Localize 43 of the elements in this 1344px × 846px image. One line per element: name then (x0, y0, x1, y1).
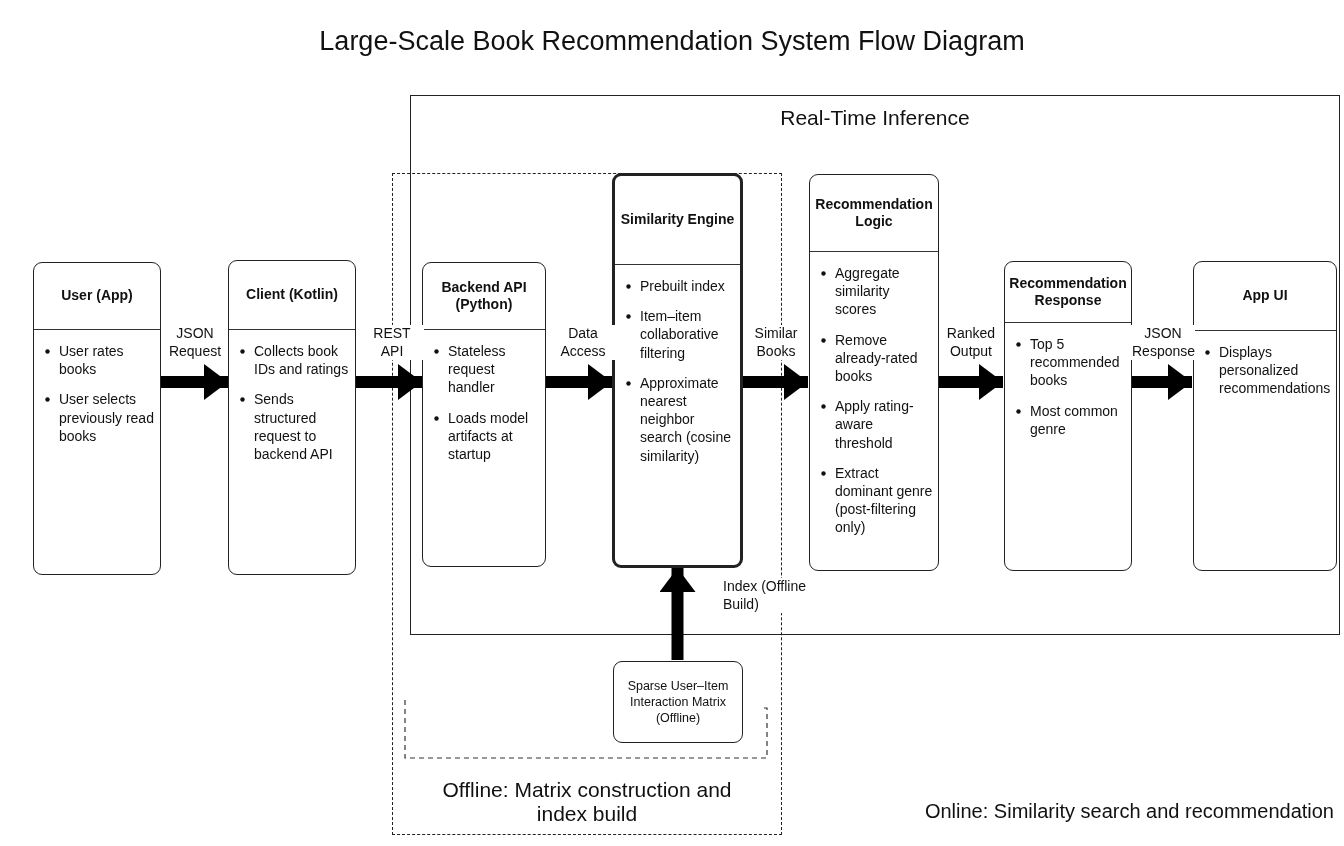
group-title: Real-Time Inference (779, 106, 971, 130)
bullet-item: Stateless request handler (448, 342, 507, 397)
thick-arrow (743, 364, 808, 400)
process-box: Sparse User–Item Interaction Matrix (Offline) (613, 661, 743, 743)
bullet-item: Apply rating-aware threshold (835, 397, 915, 452)
card-heading: Similarity Engine (615, 176, 740, 265)
note-text: Online: Similarity search and recommendation (924, 800, 1334, 823)
bullet-item: Approximate nearest neighbor search (cosine similarity) (640, 373, 733, 465)
process-card (422, 262, 546, 567)
process-card (33, 262, 161, 575)
diagram-title: Large-Scale Book Recommendation System Flow Diagram (318, 26, 1026, 57)
card-heading: Recommendation Logic (810, 175, 938, 252)
bullet-item: Top 5 recommended books (1030, 335, 1121, 390)
card-heading: User (App) (34, 263, 160, 330)
bullet-item: Aggregate similarity scores (835, 264, 901, 319)
process-card (228, 260, 356, 575)
bullet-item: Item–item collaborative filtering (640, 307, 720, 362)
bullet-item: User selects previously read books (59, 390, 155, 445)
edge-label: JSON Response (1131, 325, 1195, 360)
process-card (809, 174, 939, 571)
bullet-item: Prebuilt index (640, 277, 725, 296)
card-heading: Client (Kotlin) (229, 261, 355, 330)
group-panel (410, 95, 1340, 635)
card-heading: Recommendation Response (1005, 262, 1131, 323)
bullet-item: Extract dominant genre (post-filtering only) (835, 463, 934, 537)
process-card (612, 173, 743, 568)
thick-arrow (1131, 364, 1192, 400)
card-heading: Backend API (Python) (423, 263, 545, 330)
group-title: Offline: Matrix construction and index build (441, 778, 733, 826)
process-card (1004, 261, 1132, 571)
bullet-item: Displays personalized recommendations (1219, 343, 1332, 398)
thick-arrow (938, 364, 1003, 400)
process-card (1193, 261, 1337, 571)
bullet-item: Remove already-rated books (835, 330, 919, 386)
bullet-item: Loads model artifacts at startup (448, 408, 530, 464)
bullet-item: Collects book IDs and ratings (254, 342, 350, 379)
thick-arrow (546, 364, 612, 400)
bullet-item: Most common genre (1030, 401, 1119, 438)
thick-arrow (659, 568, 696, 660)
thick-arrow (161, 364, 228, 400)
bullet-item: User rates books (59, 342, 125, 379)
card-heading: App UI (1194, 262, 1336, 331)
bullet-item: Sends structured request to backend API (254, 390, 334, 464)
